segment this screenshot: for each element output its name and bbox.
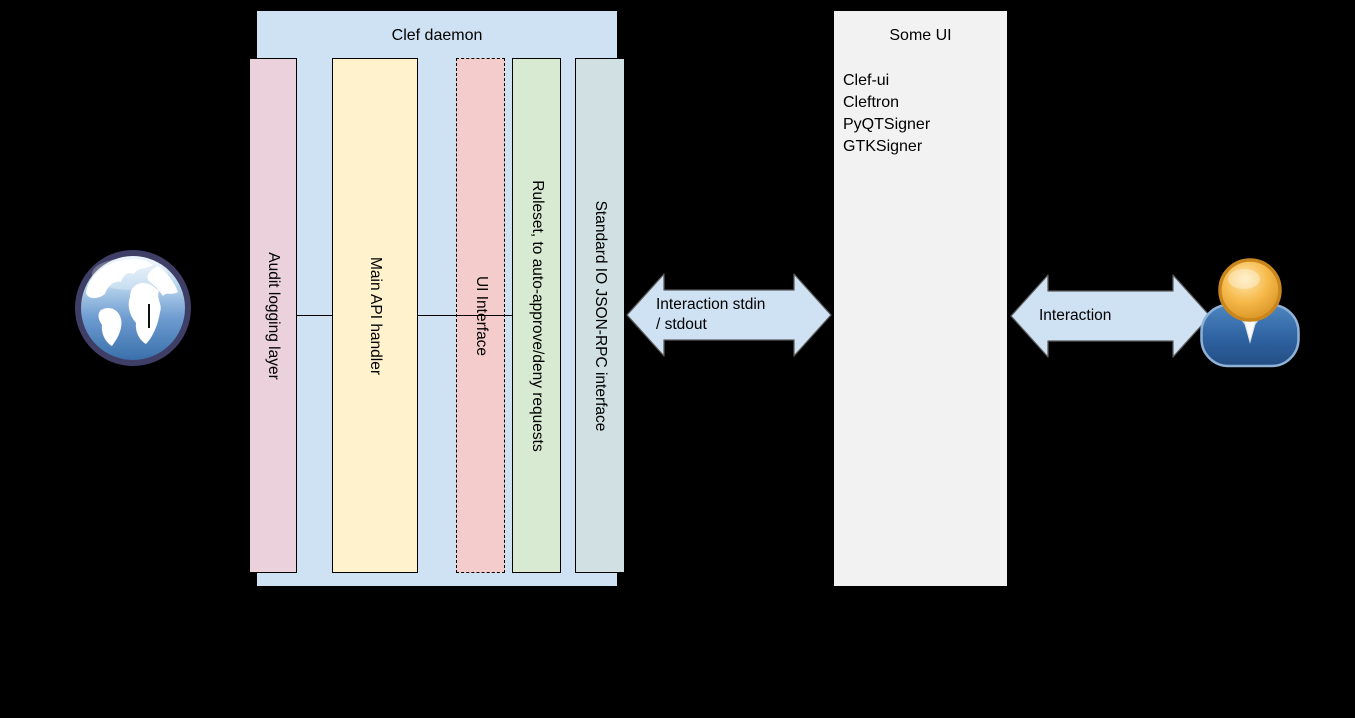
connector-api-to-ruleset (418, 315, 512, 316)
some-ui-list: Clef-ui Cleftron PyQTSigner GTKSigner (843, 70, 930, 158)
bar-api-label: Main API handler (367, 256, 384, 375)
bar-main-api-handler: Main API handler (332, 58, 418, 573)
bar-stdio-jsonrpc-interface: Standard IO JSON-RPC interface (575, 58, 625, 573)
globe-icon (75, 250, 191, 366)
some-ui-box: Some UI Clef-ui Cleftron PyQTSigner GTKS… (833, 10, 1008, 587)
globe-connector-tick (148, 304, 150, 328)
bar-audit-logging-layer: Audit logging layer (249, 58, 297, 573)
clef-daemon-title: Clef daemon (391, 27, 483, 44)
arrow-stdin-line1: Interaction stdin (656, 296, 766, 313)
bar-stdio-label: Standard IO JSON-RPC interface (592, 200, 609, 431)
arrow-interaction-label: Interaction (1010, 274, 1211, 358)
some-ui-item: Clef-ui (843, 72, 890, 89)
user-icon (1200, 258, 1300, 368)
bar-ruleset: Ruleset, to auto-approve/deny requests (512, 58, 561, 573)
arrow-stdin-stdout: Interaction stdin / stdout (626, 273, 832, 357)
some-ui-item: Cleftron (843, 94, 900, 111)
double-arrow-icon (626, 273, 832, 357)
clef-daemon-box: Clef daemon (256, 10, 618, 587)
arrow-stdin-stdout-label: Interaction stdin / stdout (626, 273, 832, 357)
connector-audit-to-api (297, 315, 332, 316)
arrow-interaction: Interaction (1010, 274, 1211, 358)
some-ui-title: Some UI (889, 27, 952, 44)
arrow-stdin-line2: / stdout (656, 316, 707, 333)
bar-ruleset-label: Ruleset, to auto-approve/deny requests (528, 179, 546, 452)
arrow-interaction-line1: Interaction (1039, 307, 1112, 324)
bar-audit-label: Audit logging layer (265, 251, 282, 380)
some-ui-item: PyQTSigner (843, 116, 931, 133)
some-ui-item: GTKSigner (843, 138, 923, 155)
